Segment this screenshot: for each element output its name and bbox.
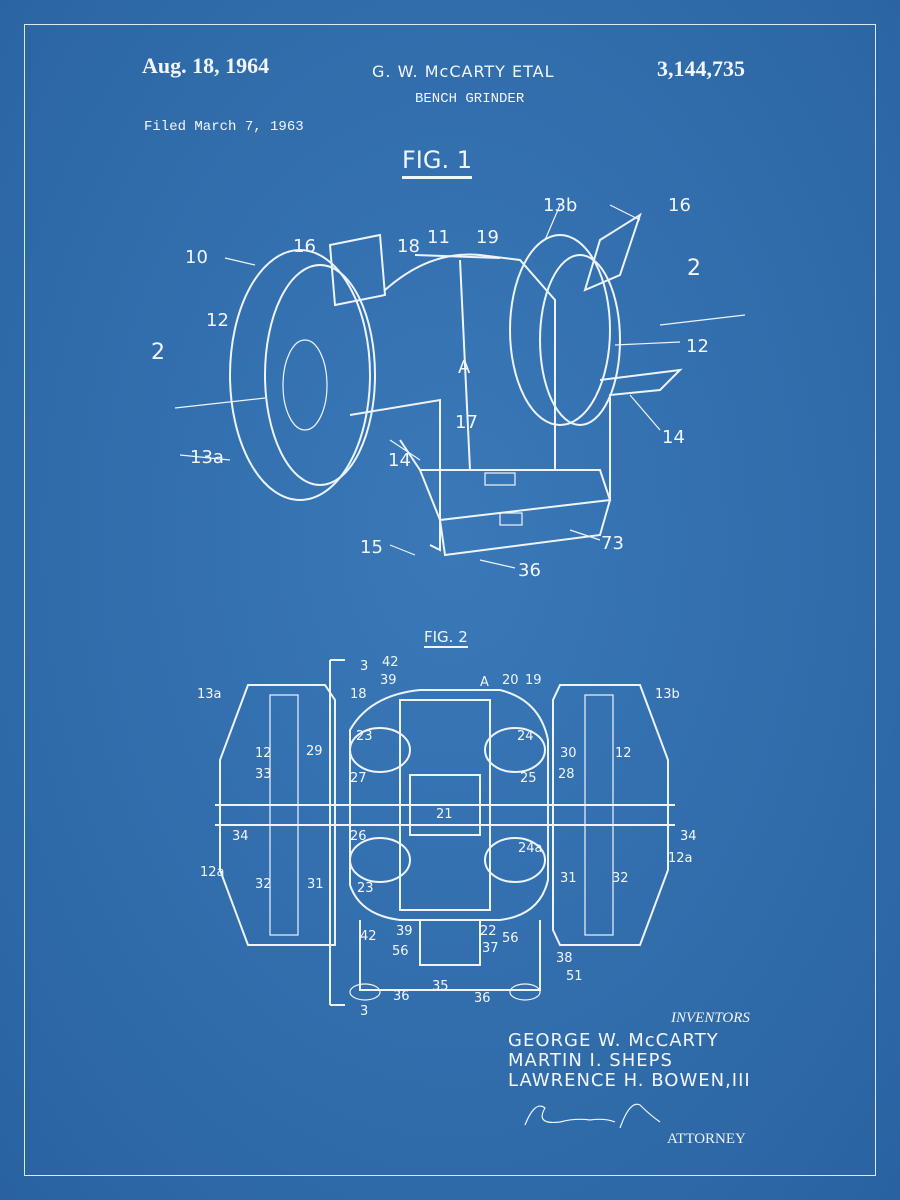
svg-text:12: 12: [615, 746, 632, 761]
svg-text:13b: 13b: [543, 195, 577, 216]
svg-text:35: 35: [432, 979, 449, 994]
svg-text:19: 19: [525, 673, 542, 688]
svg-text:24: 24: [517, 729, 534, 744]
svg-text:13b: 13b: [655, 687, 680, 702]
svg-text:14: 14: [662, 427, 685, 448]
svg-text:23: 23: [357, 881, 374, 896]
svg-text:42: 42: [382, 655, 399, 670]
svg-text:11: 11: [427, 227, 450, 248]
inventor-name: LAWRENCE H. BOWEN,III: [508, 1070, 751, 1091]
svg-text:16: 16: [668, 195, 691, 216]
svg-text:2: 2: [151, 340, 165, 365]
svg-text:37: 37: [482, 941, 499, 956]
svg-text:13a: 13a: [197, 687, 222, 702]
svg-text:10: 10: [185, 247, 208, 268]
patent-number: 3,144,735: [657, 56, 745, 81]
svg-text:36: 36: [393, 989, 410, 1004]
svg-text:22: 22: [480, 924, 497, 939]
attorney-label: ATTORNEY: [667, 1131, 746, 1147]
inventor-name: GEORGE W. McCARTY: [508, 1030, 719, 1051]
svg-text:30: 30: [560, 746, 577, 761]
svg-text:26: 26: [350, 829, 367, 844]
svg-text:20: 20: [502, 673, 519, 688]
bench-grinder-perspective: [174, 204, 746, 569]
border-frame: [24, 24, 876, 1176]
inventors-heading: INVENTORS: [671, 1010, 750, 1026]
svg-text:36: 36: [474, 991, 491, 1006]
svg-text:36: 36: [518, 560, 541, 581]
svg-text:73: 73: [601, 533, 624, 554]
svg-text:3: 3: [360, 1004, 368, 1019]
svg-text:27: 27: [350, 771, 367, 786]
svg-text:A: A: [458, 357, 471, 378]
svg-text:3: 3: [360, 659, 368, 674]
svg-text:13a: 13a: [190, 447, 224, 468]
svg-text:21: 21: [436, 807, 453, 822]
svg-text:56: 56: [502, 931, 519, 946]
svg-text:34: 34: [232, 829, 249, 844]
fig1-title: FIG. 1: [402, 146, 473, 179]
bench-grinder-section: [215, 659, 675, 1006]
svg-text:29: 29: [306, 744, 323, 759]
inventor-name: MARTIN I. SHEPS: [508, 1050, 673, 1071]
svg-text:23: 23: [356, 729, 373, 744]
svg-text:A: A: [480, 675, 489, 690]
svg-text:12: 12: [255, 746, 272, 761]
svg-text:56: 56: [392, 944, 409, 959]
filed-date: Filed March 7, 1963: [144, 119, 304, 135]
svg-text:17: 17: [455, 412, 478, 433]
fig2-title: FIG. 2: [424, 628, 468, 648]
svg-text:32: 32: [255, 877, 272, 892]
fig1-reference-numerals: 10 16 18 11 19 13b 16 2 12 2 12 A 13a 14…: [151, 195, 709, 581]
svg-text:51: 51: [566, 969, 583, 984]
svg-text:32: 32: [612, 871, 629, 886]
svg-text:24a: 24a: [518, 841, 543, 856]
svg-text:42: 42: [360, 929, 377, 944]
svg-text:12: 12: [206, 310, 229, 331]
svg-text:38: 38: [556, 951, 573, 966]
inventor-short: G. W. McCARTY ETAL: [372, 62, 555, 81]
svg-text:39: 39: [380, 673, 397, 688]
svg-text:33: 33: [255, 767, 272, 782]
svg-text:18: 18: [397, 236, 420, 257]
patent-title: BENCH GRINDER: [415, 91, 525, 107]
patent-date: Aug. 18, 1964: [142, 53, 270, 78]
svg-text:12: 12: [686, 336, 709, 357]
svg-text:25: 25: [520, 771, 537, 786]
svg-text:12a: 12a: [200, 865, 225, 880]
svg-text:15: 15: [360, 537, 383, 558]
svg-text:34: 34: [680, 829, 697, 844]
svg-text:18: 18: [350, 687, 367, 702]
svg-text:12a: 12a: [668, 851, 693, 866]
svg-text:28: 28: [558, 767, 575, 782]
svg-text:31: 31: [560, 871, 577, 886]
svg-text:31: 31: [307, 877, 324, 892]
svg-text:2: 2: [687, 256, 701, 281]
svg-text:14: 14: [388, 450, 411, 471]
svg-text:19: 19: [476, 227, 499, 248]
fig2-reference-numerals: 3 42 39 A 20 19 13a 18 13b 23 24 12 29 3…: [197, 655, 697, 1019]
svg-text:39: 39: [396, 924, 413, 939]
inventor-names: GEORGE W. McCARTY MARTIN I. SHEPS LAWREN…: [508, 1031, 751, 1091]
svg-text:16: 16: [293, 236, 316, 257]
